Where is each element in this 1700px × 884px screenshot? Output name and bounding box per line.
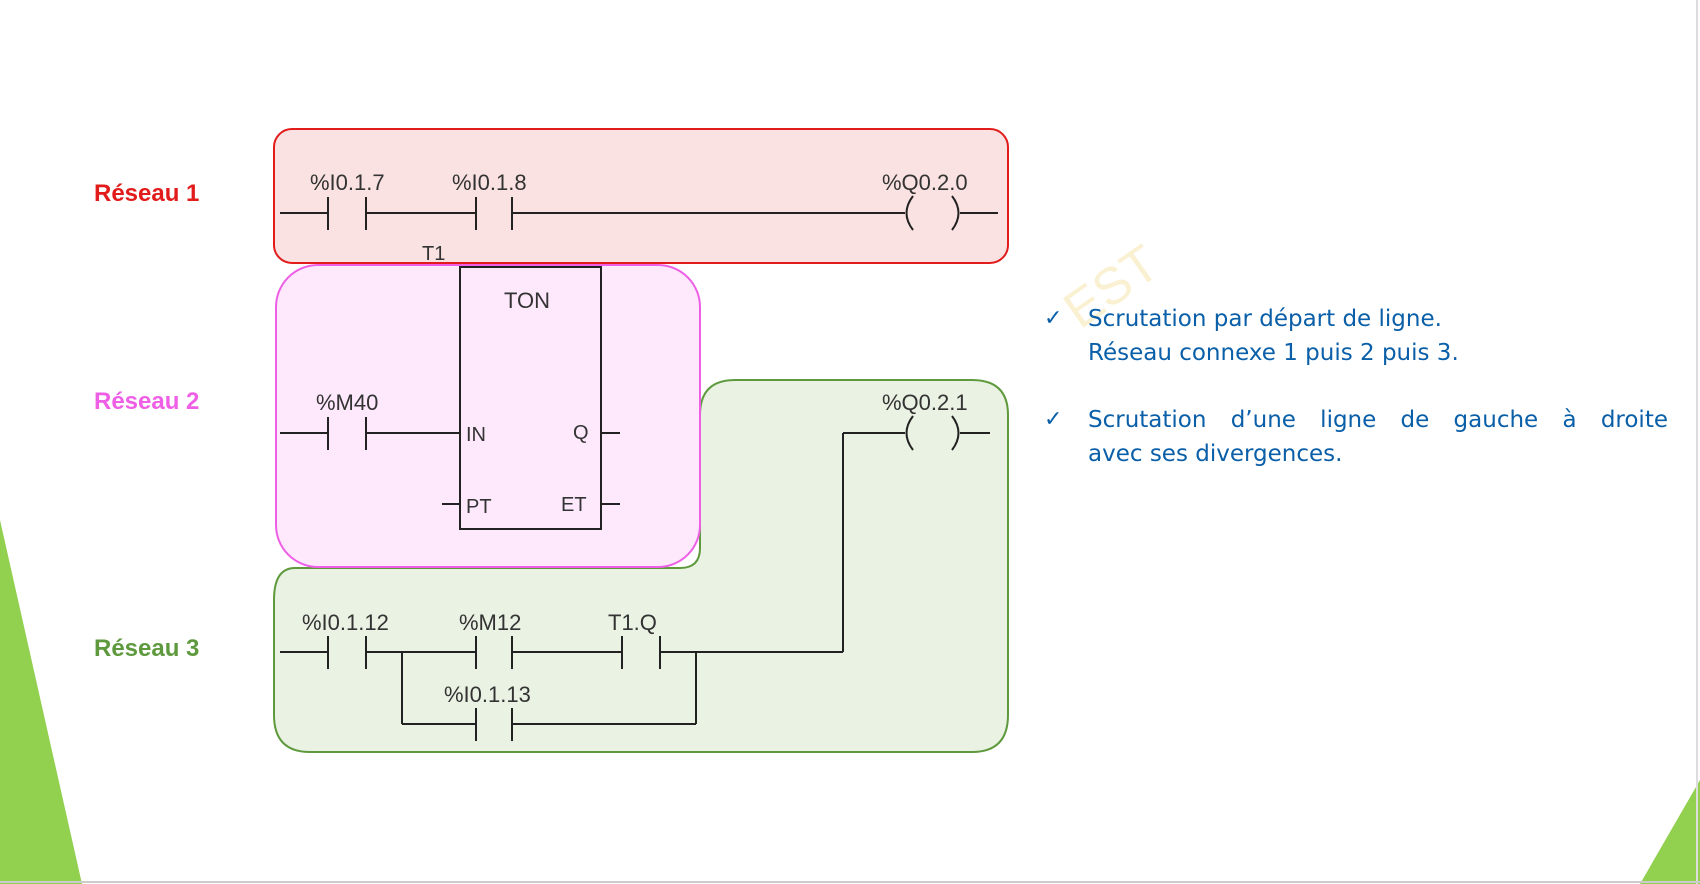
bullet-item: ✓ Scrutation par départ de ligne. Réseau… <box>1044 302 1668 370</box>
bullet-1-line-1: Scrutation par départ de ligne. <box>1088 306 1442 332</box>
coil-q021-left <box>905 415 914 451</box>
network-2-label: Réseau 2 <box>94 388 200 415</box>
bullet-2-line-2: avec ses divergences. <box>1088 441 1343 467</box>
timer-name-label: T1 <box>422 243 445 265</box>
checkmark-icon: ✓ <box>1044 407 1063 432</box>
contact-i0113-label: %I0.1.13 <box>444 682 531 707</box>
contact-t1q-label: T1.Q <box>608 610 657 635</box>
left-accent-triangle <box>0 520 82 884</box>
coil-q021-label: %Q0.2.1 <box>882 390 968 415</box>
network-1-label: Réseau 1 <box>94 180 200 207</box>
timer-type-label: TON <box>504 288 550 313</box>
coil-q020-label: %Q0.2.0 <box>882 170 968 195</box>
timer-pin-in: IN <box>466 424 486 446</box>
coil-q020-right <box>951 195 960 231</box>
coil-q020-left <box>905 195 914 231</box>
network-3-label: Réseau 3 <box>94 635 200 662</box>
bullet-1-line-2: Réseau connexe 1 puis 2 puis 3. <box>1088 340 1459 366</box>
right-accent-triangle <box>1640 780 1700 884</box>
contact-m12-label: %M12 <box>459 610 521 635</box>
ton-timer-block <box>459 266 602 530</box>
network-1-region <box>273 128 1009 264</box>
network-2-region <box>275 264 701 568</box>
wires <box>280 195 998 741</box>
contact-m40-label: %M40 <box>316 390 378 415</box>
checkmark-icon: ✓ <box>1044 306 1063 331</box>
timer-pin-et: ET <box>561 494 587 516</box>
bullet-list: ✓ Scrutation par départ de ligne. Réseau… <box>1044 302 1668 504</box>
contact-i018-label: %I0.1.8 <box>452 170 527 195</box>
contact-i0112-label: %I0.1.12 <box>302 610 389 635</box>
bullet-2-line-1: Scrutation d’une ligne de gauche à droit… <box>1088 407 1668 433</box>
contact-i017-label: %I0.1.7 <box>310 170 385 195</box>
timer-pin-pt: PT <box>466 496 492 518</box>
timer-pin-q: Q <box>573 422 589 444</box>
coil-q021-right <box>951 415 960 451</box>
bullet-item: ✓ Scrutation d’une ligne de gauche à dro… <box>1044 403 1668 471</box>
